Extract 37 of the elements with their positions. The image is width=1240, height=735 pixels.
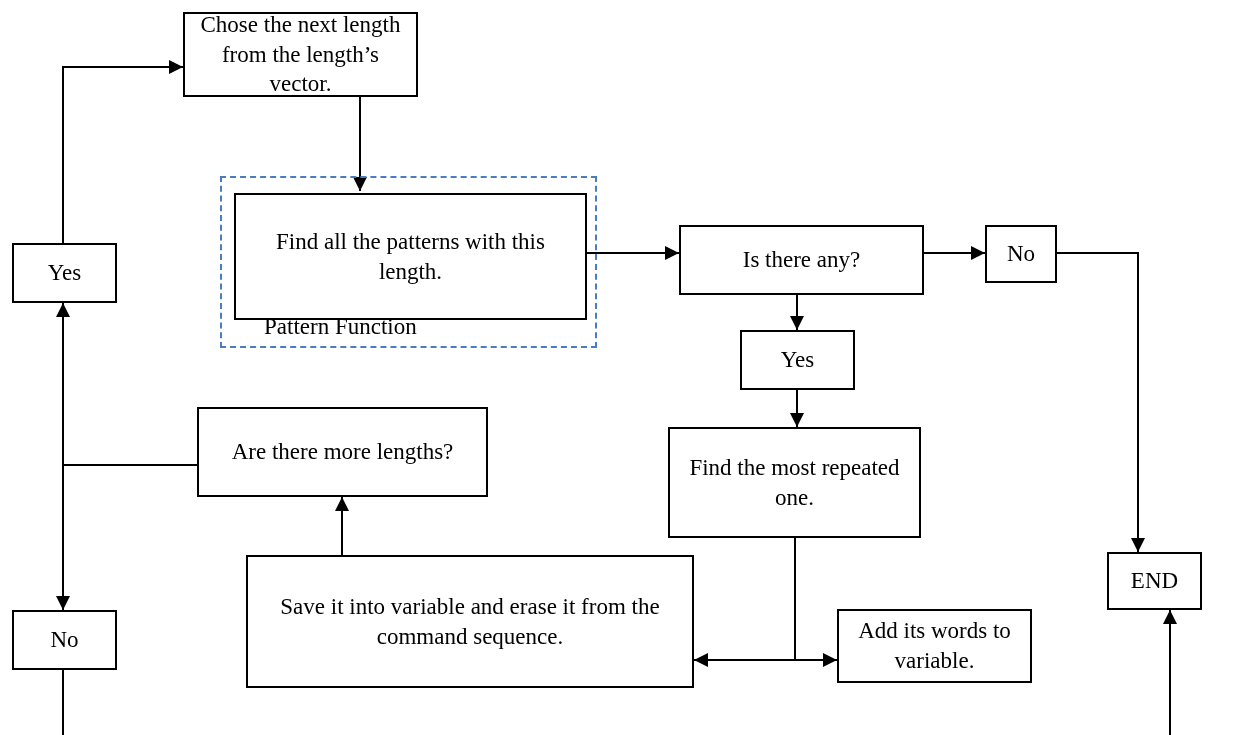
process-box [679, 225, 924, 295]
process-box [1107, 552, 1202, 610]
arrow [923, 246, 986, 260]
box-text: Yes [780, 346, 815, 375]
arrow [790, 389, 804, 428]
process-box [234, 193, 587, 320]
process-box [246, 555, 694, 688]
process-box [197, 407, 488, 497]
box-text: Is there any? [742, 246, 861, 275]
arrow [794, 537, 838, 667]
box-text: Find all the patterns with this length. [275, 227, 546, 286]
process-box [837, 609, 1032, 683]
connector-line [62, 669, 64, 735]
box-text: Chose the next length from the length’s vector. [199, 10, 402, 99]
arrow [335, 496, 349, 556]
group-label: Pattern Function [264, 313, 417, 342]
arrow [790, 294, 804, 331]
arrow [62, 60, 184, 244]
arrow [1056, 252, 1145, 553]
box-text: Yes [47, 259, 82, 288]
arrow [56, 464, 198, 611]
box-text: Are there more lengths? [231, 438, 454, 467]
process-box [183, 12, 418, 97]
process-box [668, 427, 921, 538]
arrow [353, 96, 367, 192]
box-text: No [50, 626, 79, 655]
process-box [12, 610, 117, 670]
box-text: Add its words to variable. [857, 617, 1012, 675]
process-box [740, 330, 855, 390]
box-text: END [1130, 567, 1179, 596]
dashed-group-frame [220, 176, 597, 348]
process-box [12, 243, 117, 303]
box-text: Find the most repeated one. [688, 453, 901, 512]
arrow [1163, 609, 1177, 735]
process-box [985, 225, 1057, 283]
box-text: No [1006, 240, 1036, 269]
box-text: Save it into variable and erase it from the command sequence. [279, 592, 661, 651]
